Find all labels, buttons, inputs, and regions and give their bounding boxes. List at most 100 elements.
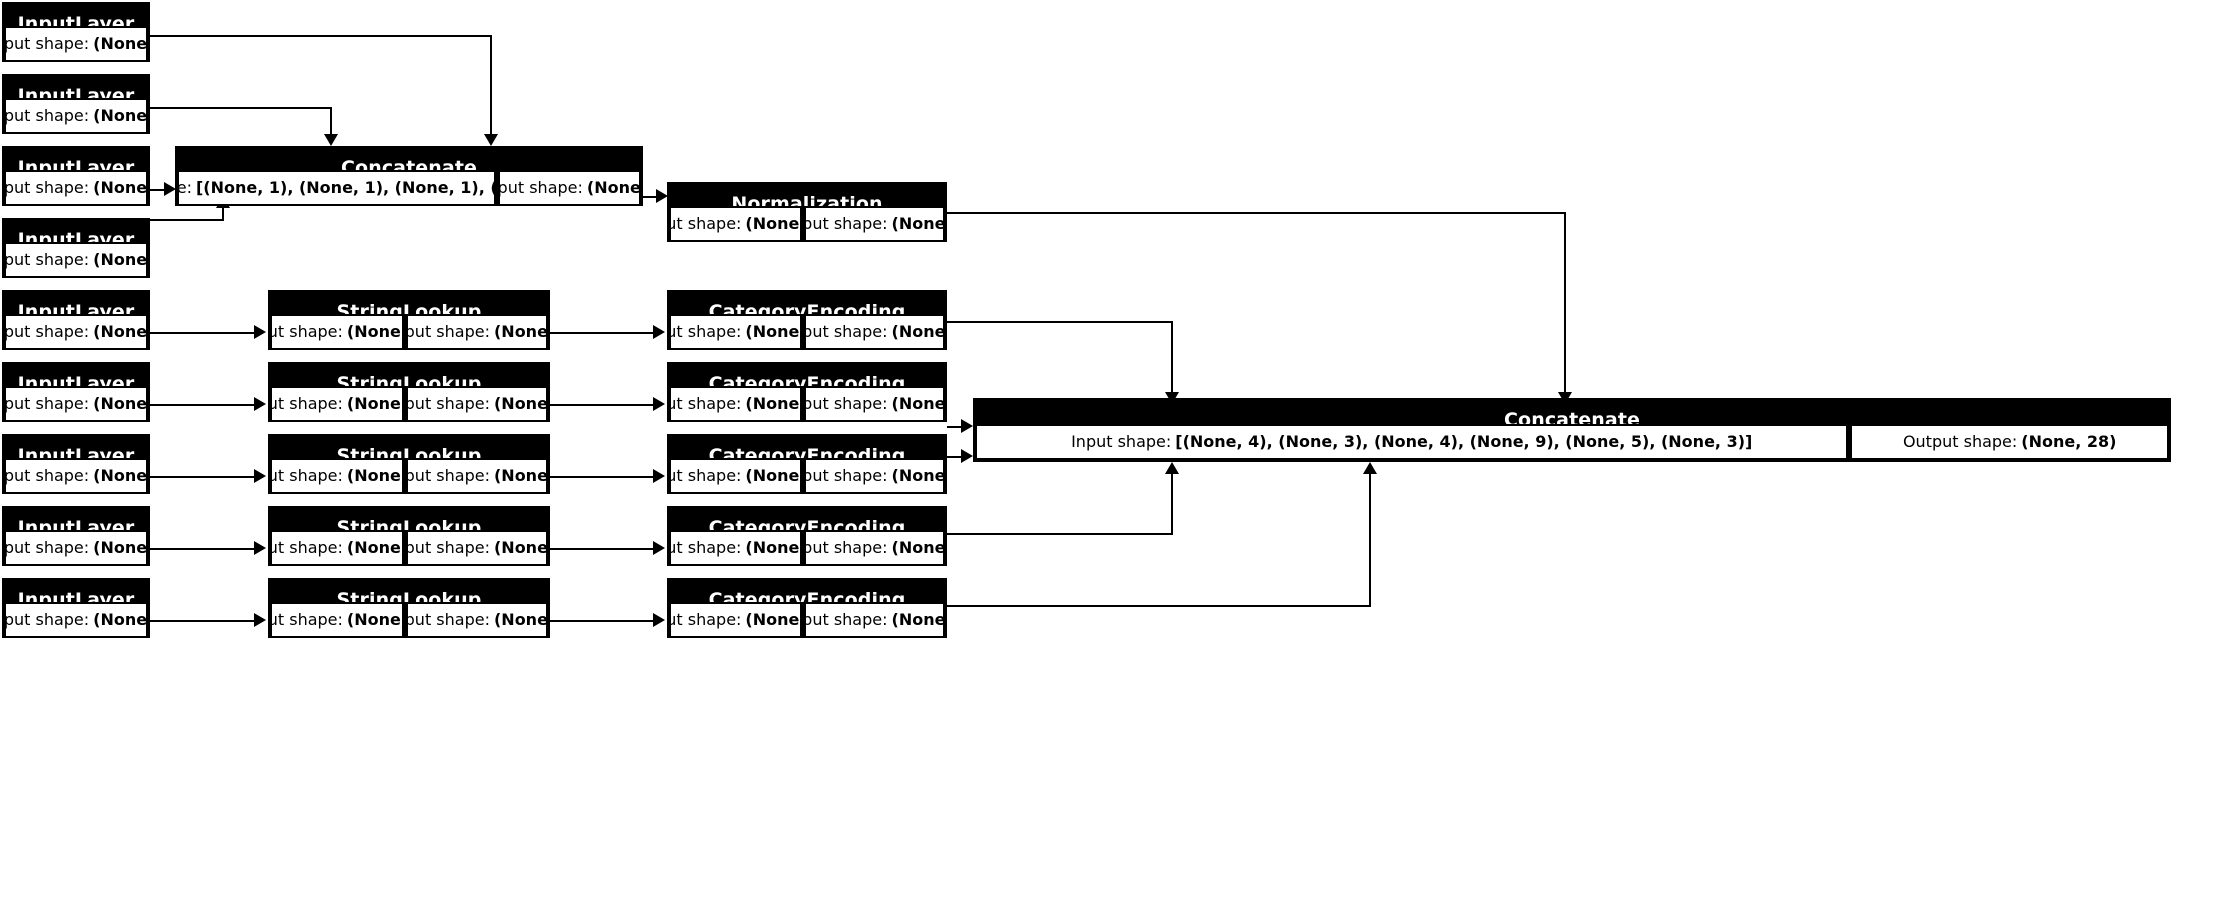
edge-row1-input-lookup-arrowhead: [254, 325, 266, 339]
node-stringlookup-4[interactable]: StringLookup Input shape:(None, 1) Outpu…: [268, 506, 550, 566]
node-output-shape: Output shape:(None, 4): [498, 170, 641, 206]
input-shape-label: Input shape:: [272, 322, 343, 341]
node-stringlookup-1[interactable]: StringLookup Input shape:(None, 1) Outpu…: [268, 290, 550, 350]
edge-row4-encoding-final-arrowhead: [1165, 462, 1179, 474]
node-title: StringLookup: [270, 508, 548, 530]
output-shape-label: Output shape:: [4, 538, 90, 557]
node-normalization[interactable]: Normalization Input shape:(None, 4) Outp…: [667, 182, 947, 242]
node-stringlookup-5[interactable]: StringLookup Input shape:(None, 1) Outpu…: [268, 578, 550, 638]
node-output-shape: Output shape:(None, 1): [4, 386, 148, 422]
output-shape-value: (None, 1): [493, 394, 548, 413]
output-shape-value: (None, 28): [2021, 432, 2117, 451]
input-shape-label: Input shape:: [671, 466, 742, 485]
node-title: InputLayer: [4, 436, 148, 458]
edge-input4-v: [222, 206, 224, 221]
node-input-shape: Input shape:(None, 1): [669, 602, 802, 638]
node-output-shape: Output shape:(None, 4): [803, 206, 945, 242]
output-shape-value: (None, 1): [93, 34, 148, 53]
node-fields: Output shape:(None, 1): [4, 530, 148, 566]
edge-row3-lookup-encoding-arrowhead: [653, 469, 665, 483]
node-input-categorical-2[interactable]: InputLayer Output shape:(None, 1): [2, 362, 150, 422]
output-shape-value: (None, 5): [891, 538, 945, 557]
node-fields: Input shape:(None, 1) Output shape:(None…: [270, 530, 548, 566]
input-shape-label: Input shape:: [1071, 432, 1172, 451]
input-shape-label: Input shape:: [671, 322, 742, 341]
node-output-shape: Output shape:(None, 1): [4, 242, 148, 278]
node-stringlookup-2[interactable]: StringLookup Input shape:(None, 1) Outpu…: [268, 362, 550, 422]
edge-row1-input-lookup: [150, 332, 256, 334]
edge-input3-h: [150, 189, 168, 191]
edge-row5-lookup-encoding-arrowhead: [653, 613, 665, 627]
output-shape-label: Output shape:: [405, 322, 490, 341]
edge-row5-input-lookup: [150, 620, 256, 622]
output-shape-label: Output shape:: [803, 322, 888, 341]
node-output-shape: Output shape:(None, 1): [4, 458, 148, 494]
edge-input2-arrowhead: [324, 134, 338, 146]
edge-row2-lookup-encoding-arrowhead: [653, 397, 665, 411]
edge-row1-encoding-final-h: [947, 321, 1173, 323]
output-shape-label: Output shape:: [405, 538, 490, 557]
edge-input2-v: [330, 107, 332, 136]
node-fields: Input shape:(None, 1) Output shape:(None…: [270, 602, 548, 638]
node-title: StringLookup: [270, 580, 548, 602]
edge-norm-final-h: [946, 212, 1566, 214]
node-fields: Output shape:(None, 1): [4, 602, 148, 638]
output-shape-value: (None, 1): [93, 322, 148, 341]
node-concatenate-numeric[interactable]: Concatenate Input shape:[(None, 1), (Non…: [175, 146, 643, 206]
node-title: InputLayer: [4, 292, 148, 314]
input-shape-label: Input shape:: [272, 394, 343, 413]
node-categoryencoding-2[interactable]: CategoryEncoding Input shape:(None, 1) O…: [667, 362, 947, 422]
node-input-categorical-5[interactable]: InputLayer Output shape:(None, 1): [2, 578, 150, 638]
output-shape-value: (None, 4): [891, 394, 945, 413]
node-title: InputLayer: [4, 508, 148, 530]
node-input-numeric-1[interactable]: InputLayer Output shape:(None, 1): [2, 2, 150, 62]
output-shape-label: Output shape:: [405, 466, 490, 485]
output-shape-value: (None, 1): [93, 610, 148, 629]
node-fields: Input shape:[(None, 4), (None, 3), (None…: [975, 424, 2169, 460]
input-shape-label: Input shape:: [671, 394, 742, 413]
node-stringlookup-3[interactable]: StringLookup Input shape:(None, 1) Outpu…: [268, 434, 550, 494]
node-categoryencoding-1[interactable]: CategoryEncoding Input shape:(None, 1) O…: [667, 290, 947, 350]
node-fields: Input shape:[(None, 1), (None, 1), (None…: [177, 170, 641, 206]
output-shape-label: Output shape:: [1902, 432, 2018, 451]
edge-row3-input-lookup: [150, 476, 256, 478]
node-input-shape: Input shape:(None, 1): [270, 530, 404, 566]
input-shape-value: (None, 1): [745, 322, 802, 341]
output-shape-label: Output shape:: [4, 394, 90, 413]
input-shape-label: Input shape:: [671, 538, 742, 557]
input-shape-value: [(None, 1), (None, 1), (None, 1), (None,…: [195, 178, 494, 197]
node-input-numeric-4[interactable]: InputLayer Output shape:(None, 1): [2, 218, 150, 278]
input-shape-value: (None, 1): [745, 538, 802, 557]
node-title: Normalization: [669, 184, 945, 206]
node-categoryencoding-4[interactable]: CategoryEncoding Input shape:(None, 1) O…: [667, 506, 947, 566]
node-categoryencoding-5[interactable]: CategoryEncoding Input shape:(None, 1) O…: [667, 578, 947, 638]
output-shape-label: Output shape:: [803, 214, 888, 233]
node-input-numeric-2[interactable]: InputLayer Output shape:(None, 1): [2, 74, 150, 134]
node-fields: Output shape:(None, 1): [4, 170, 148, 206]
output-shape-label: Output shape:: [4, 250, 90, 269]
node-input-shape: Input shape:[(None, 1), (None, 1), (None…: [177, 170, 497, 206]
edge-row4-encoding-final-v: [1171, 472, 1173, 535]
output-shape-label: Output shape:: [4, 34, 90, 53]
node-fields: Output shape:(None, 1): [4, 458, 148, 494]
output-shape-label: Output shape:: [803, 466, 888, 485]
edge-row1-lookup-encoding: [549, 332, 655, 334]
node-input-categorical-1[interactable]: InputLayer Output shape:(None, 1): [2, 290, 150, 350]
input-shape-value: (None, 1): [346, 610, 404, 629]
node-input-categorical-3[interactable]: InputLayer Output shape:(None, 1): [2, 434, 150, 494]
output-shape-label: Output shape:: [498, 178, 583, 197]
node-concatenate-final[interactable]: Concatenate Input shape:[(None, 4), (Non…: [973, 398, 2171, 462]
node-fields: Input shape:(None, 1) Output shape:(None…: [669, 602, 945, 638]
output-shape-value: (None, 9): [891, 466, 945, 485]
node-output-shape: Output shape:(None, 1): [4, 170, 148, 206]
node-output-shape: Output shape:(None, 9): [803, 458, 945, 494]
node-input-numeric-3[interactable]: InputLayer Output shape:(None, 1): [2, 146, 150, 206]
input-shape-value: (None, 1): [346, 538, 404, 557]
node-categoryencoding-3[interactable]: CategoryEncoding Input shape:(None, 1) O…: [667, 434, 947, 494]
input-shape-label: Input shape:: [272, 610, 343, 629]
edge-row2-lookup-encoding: [549, 404, 655, 406]
node-input-categorical-4[interactable]: InputLayer Output shape:(None, 1): [2, 506, 150, 566]
node-output-shape: Output shape:(None, 1): [4, 602, 148, 638]
input-shape-value: (None, 1): [745, 394, 802, 413]
node-input-shape: Input shape:(None, 1): [270, 602, 404, 638]
